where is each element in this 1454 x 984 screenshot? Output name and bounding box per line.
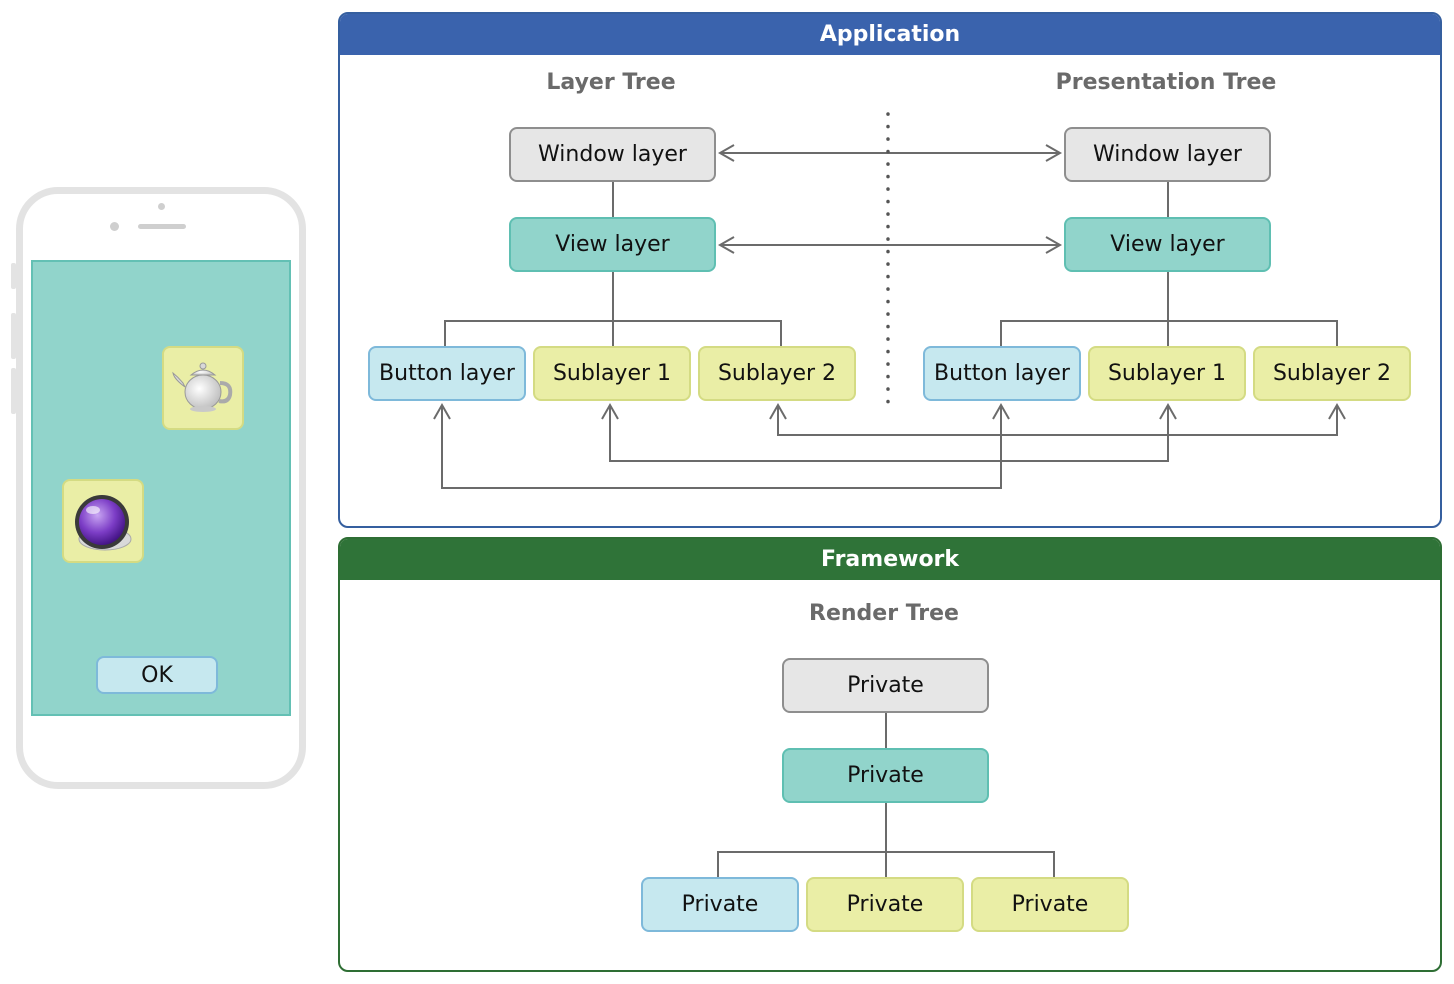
ok-button[interactable]: OK [96, 656, 218, 694]
phone-volume-up-button [11, 313, 16, 359]
phone-speaker [138, 224, 186, 229]
render-tree-sublayer-2-private: Private [971, 877, 1129, 932]
phone-sensor [110, 222, 119, 231]
presentation-tree-button-layer: Button layer [923, 346, 1081, 401]
presentation-tree-sublayer-1: Sublayer 1 [1088, 346, 1246, 401]
layer-tree-view-layer: View layer [509, 217, 716, 272]
render-tree-root-private: Private [782, 658, 989, 713]
layer-tree-window-layer: Window layer [509, 127, 716, 182]
presentation-tree-sublayer-2: Sublayer 2 [1253, 346, 1411, 401]
layer-tree-sublayer-2: Sublayer 2 [698, 346, 856, 401]
phone-mute-switch [11, 263, 16, 289]
phone-camera [158, 203, 165, 210]
teapot-icon [172, 362, 233, 412]
application-header: Application [340, 14, 1440, 55]
presentation-tree-view-layer: View layer [1064, 217, 1271, 272]
layer-tree-title: Layer Tree [546, 70, 676, 95]
application-panel: Application [338, 12, 1442, 528]
layer-tree-sublayer-1: Sublayer 1 [533, 346, 691, 401]
framework-header: Framework [340, 539, 1440, 580]
purple-orb-app-icon[interactable] [62, 479, 144, 563]
layer-tree-button-layer: Button layer [368, 346, 526, 401]
presentation-tree-title: Presentation Tree [1055, 70, 1277, 95]
framework-panel: Framework [338, 537, 1442, 972]
render-tree-view-private: Private [782, 748, 989, 803]
phone-volume-down-button [11, 368, 16, 414]
purple-orb-icon [75, 495, 132, 551]
teapot-app-icon[interactable] [162, 346, 244, 430]
render-tree-button-private: Private [641, 877, 799, 932]
render-tree-title: Render Tree [809, 601, 959, 626]
render-tree-sublayer-1-private: Private [806, 877, 964, 932]
presentation-tree-window-layer: Window layer [1064, 127, 1271, 182]
